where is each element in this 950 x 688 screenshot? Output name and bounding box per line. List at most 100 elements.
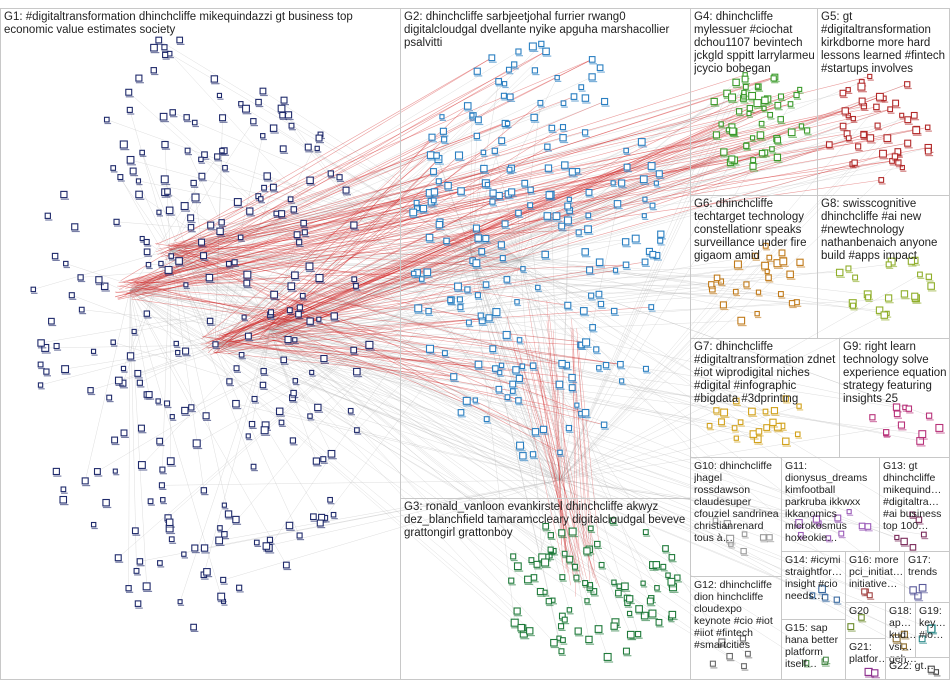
graph-node — [126, 155, 135, 164]
graph-edge — [469, 249, 914, 548]
graph-node — [133, 567, 140, 574]
graph-node — [112, 468, 118, 474]
graph-node — [924, 124, 931, 131]
graph-edge — [169, 249, 736, 292]
graph-node-underline — [601, 428, 609, 430]
graph-edge — [450, 299, 561, 481]
graph-node — [491, 147, 498, 154]
graph-edge-highlight — [546, 300, 566, 554]
graph-node — [260, 426, 269, 435]
graph-node-underline — [495, 85, 504, 87]
graph-edge — [129, 289, 745, 667]
group-label-g6: G6: dhinchcliffe techtarget technology c… — [694, 198, 810, 262]
graph-edge-highlight — [272, 102, 541, 323]
graph-edge — [214, 137, 433, 346]
graph-node — [561, 550, 568, 557]
graph-node — [596, 365, 602, 371]
graph-edge — [469, 144, 830, 251]
graph-node-underline — [548, 553, 556, 556]
graph-edge — [469, 84, 908, 251]
graph-node-underline — [79, 313, 87, 315]
graph-node-underline — [804, 134, 812, 136]
graph-node-underline — [246, 439, 253, 441]
graph-node-underline — [441, 142, 449, 145]
graph-edge — [169, 249, 512, 581]
graph-node — [59, 495, 68, 504]
graph-node — [156, 437, 164, 445]
graph-node — [473, 67, 481, 75]
graph-node-underline — [60, 198, 69, 200]
graph-node-underline — [267, 543, 275, 545]
graph-node — [164, 400, 171, 407]
graph-edge-highlight — [218, 84, 908, 337]
graph-node-underline — [720, 308, 729, 311]
graph-node-underline — [595, 633, 604, 635]
graph-node-underline — [669, 561, 677, 563]
graph-edge-highlight — [115, 195, 500, 298]
graph-edge — [138, 180, 521, 261]
graph-node-underline — [419, 282, 426, 284]
graph-node-underline — [111, 443, 120, 446]
graph-node — [217, 592, 226, 601]
graph-node — [90, 348, 97, 354]
graph-edge-highlight — [183, 133, 848, 250]
graph-edge-highlight — [128, 144, 747, 281]
graph-node — [544, 143, 551, 150]
graph-edge — [214, 286, 292, 346]
graph-node — [588, 292, 595, 299]
graph-node — [198, 238, 206, 246]
graph-node — [558, 222, 566, 230]
graph-node-underline — [166, 526, 175, 528]
graph-node-underline — [596, 266, 605, 268]
graph-edge — [169, 249, 591, 588]
graph-node-underline — [774, 161, 783, 163]
graph-node — [537, 99, 544, 106]
graph-edge — [169, 242, 300, 251]
graph-node-underline — [215, 544, 225, 546]
graph-node-underline — [732, 86, 742, 88]
graph-node — [316, 519, 324, 527]
graph-node — [557, 449, 563, 456]
graph-node — [755, 83, 761, 89]
graph-node-underline — [185, 154, 192, 156]
graph-node — [290, 206, 298, 213]
graph-edge-highlight — [134, 59, 593, 293]
graph-node — [797, 86, 803, 92]
graph-edge — [148, 249, 471, 265]
graph-node-underline — [316, 142, 324, 144]
graph-node — [735, 108, 743, 115]
graph-node — [219, 114, 227, 122]
graph-node — [649, 202, 656, 209]
graph-edge-highlight — [216, 129, 729, 337]
graph-edge — [269, 329, 496, 369]
graph-node — [652, 561, 661, 569]
group-label-g20: G20 — [849, 605, 869, 617]
graph-node — [542, 589, 548, 595]
graph-edge — [45, 344, 216, 349]
group-panel-g12: G12: dhinchcliffe dion hinchcliffe cloud… — [690, 576, 782, 680]
graph-node — [512, 366, 520, 374]
graph-node — [550, 638, 558, 647]
graph-edge — [214, 135, 263, 346]
graph-node-underline — [558, 230, 567, 232]
group-label-g4: G4: dhinchcliffe mylessuer #ciochat dcho… — [694, 11, 815, 75]
graph-node — [206, 317, 214, 325]
graph-node — [753, 99, 762, 108]
graph-node — [578, 84, 585, 91]
graph-node — [570, 93, 578, 100]
graph-node — [552, 212, 561, 221]
graph-node — [588, 56, 596, 63]
graph-node-underline — [566, 431, 574, 433]
graph-edge-highlight — [228, 346, 479, 365]
graph-edge — [519, 135, 761, 261]
graph-node-underline — [578, 348, 587, 350]
graph-node — [435, 178, 442, 185]
graph-node — [654, 585, 660, 591]
graph-node — [43, 368, 50, 375]
graph-edge-highlight — [223, 306, 652, 338]
graph-edge — [559, 406, 800, 481]
graph-node — [165, 518, 174, 527]
graph-node — [904, 116, 912, 124]
graph-node — [631, 234, 640, 243]
graph-edge-highlight — [175, 76, 775, 249]
